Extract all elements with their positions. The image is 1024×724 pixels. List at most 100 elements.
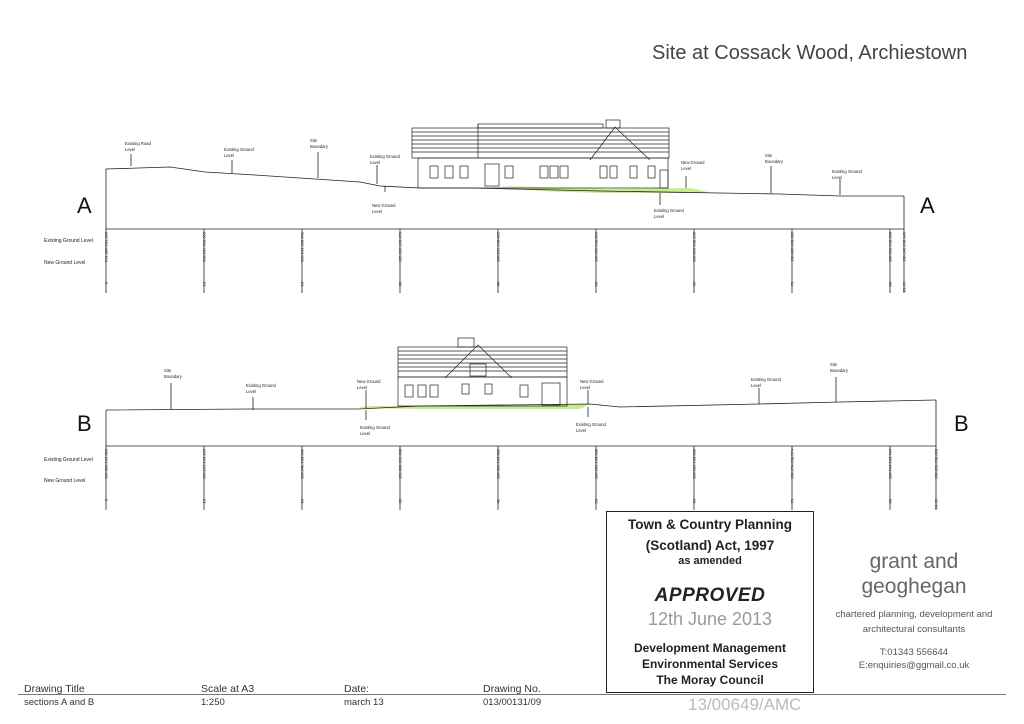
annotation-label: Boundary <box>164 374 183 379</box>
annotation-label: Existing Ground <box>224 147 254 152</box>
chainage-label: 50 <box>594 281 599 286</box>
annotation-label: Level <box>246 389 256 394</box>
chainage-label: 10 <box>202 281 207 286</box>
approval-stamp: Town & Country Planning (Scotland) Act, … <box>606 511 814 693</box>
firm-phone: T:01343 556644 <box>879 647 949 658</box>
annotation-label: Level <box>372 209 382 214</box>
section-b-new-ground-fill <box>358 404 590 409</box>
level-label: 201.385 201.385 <box>104 231 109 262</box>
scale-label: Scale at A3 <box>201 683 255 695</box>
level-label: 198.149 198.149 <box>902 231 907 262</box>
section-a <box>105 119 905 293</box>
annotation-label: Existing Ground <box>654 208 684 213</box>
annotation-label: Existing Ground <box>360 425 390 430</box>
level-label: 199.008 199.008 <box>398 448 403 479</box>
chainage-label: 94.09 <box>934 498 939 509</box>
section-a-new-row-label: New Ground Level <box>44 260 85 266</box>
annotation-label: Boundary <box>310 144 329 149</box>
section-a-existing-row-label: Existing Ground Level <box>44 238 93 244</box>
stamp-act-line2: (Scotland) Act, 1997 <box>645 538 775 553</box>
annotation-label: Level <box>125 147 135 152</box>
annotation-label: Level <box>654 214 664 219</box>
chainage-label: 53 <box>594 498 599 503</box>
section-b-letter-right: B <box>954 411 969 436</box>
level-label: 198.704 198.704 <box>888 448 893 479</box>
firm-desc-line2: architectural consultants <box>862 624 966 635</box>
drawing-no-value: 013/00131/09 <box>483 697 542 708</box>
annotation-label: Site <box>830 362 838 367</box>
level-label: 195.392 199.979 <box>398 231 403 262</box>
annotation-label: Level <box>357 385 367 390</box>
date-label: Date: <box>344 683 370 695</box>
chainage-label: 81.56 <box>902 281 907 292</box>
level-label: 200.341 200.341 <box>300 231 305 262</box>
drawing-title: Site at Cossack Wood, Archiestown <box>652 42 968 64</box>
annotation-label: Existing Road <box>125 141 152 146</box>
chainage-label: 70 <box>790 281 795 286</box>
scale-value: 1:250 <box>201 697 225 708</box>
firm-email: E:enquiries@ggmail.co.uk <box>858 660 970 671</box>
level-label: 199.125 199.125 <box>202 448 207 479</box>
drawing-no-label: Drawing No. <box>483 683 541 695</box>
annotation-label: New Ground <box>681 160 705 165</box>
section-a-text: Existing Ground Level New Ground Level E… <box>44 138 862 266</box>
level-label: 200.699 200.699 <box>202 231 207 262</box>
level-label: 198.350 198.896 <box>594 231 599 262</box>
section-b-existing-row-label: Existing Ground Level <box>44 457 93 463</box>
level-label: 198.000 198.002 <box>790 231 795 262</box>
section-b-ground-line <box>105 399 937 411</box>
annotation-label: Site <box>310 138 318 143</box>
annotation-label: Site <box>164 368 172 373</box>
level-label: 199.050 199.050 <box>104 448 109 479</box>
chainage-label: 83 <box>888 498 893 503</box>
chainage-label: 20 <box>300 281 305 286</box>
level-label: 198.574 198.574 <box>790 448 795 479</box>
stamp-date: 12th June 2013 <box>647 609 773 629</box>
annotation-label: Level <box>751 383 761 388</box>
firm-name-line2: geoghegan <box>861 575 967 598</box>
stamp-reference: 13/00649/AMC <box>688 695 802 714</box>
section-b-letter-left: B <box>77 411 92 436</box>
section-b-house <box>397 337 568 407</box>
annotation-label: Level <box>370 160 380 165</box>
level-label: 198.288 198.288 <box>594 448 599 479</box>
section-a-letter-left: A <box>77 193 92 218</box>
chainage-label: 73 <box>790 498 795 503</box>
section-a-levels: 201.385 201.385 200.699 200.699 200.341 20… <box>104 231 907 262</box>
chainage-label: 0 <box>104 281 109 284</box>
annotation-label: Existing Ground <box>246 383 276 388</box>
annotation-label: New Ground <box>580 379 604 384</box>
annotation-label: Existing Ground <box>370 154 400 159</box>
firm-desc-line1: chartered planning, development and <box>835 609 993 620</box>
drawing-title-label: Drawing Title <box>24 683 85 695</box>
level-label: 198.222 198.422 <box>496 231 501 262</box>
chainage-label: 42 <box>496 498 501 503</box>
annotation-label: New Ground <box>372 203 396 208</box>
firm-block: grant and geoghegan chartered planning, … <box>832 549 996 672</box>
chainage-label: 40 <box>496 281 501 286</box>
title-block-divider <box>18 694 1006 695</box>
stamp-status: APPROVED <box>654 585 766 606</box>
firm-name-line1: grant and <box>869 550 959 573</box>
stamp-dept-line2: Environmental Services <box>641 657 779 671</box>
annotation-label: Site <box>765 153 773 158</box>
annotation-label: Existing Ground <box>576 422 606 427</box>
drawing-title-value: sections A and B <box>24 697 95 708</box>
level-label: 198.942 198.942 <box>300 448 305 479</box>
chainage-label: 80 <box>888 281 893 286</box>
annotation-label: Level <box>681 166 691 171</box>
annotation-label: Level <box>576 428 586 433</box>
annotation-label: Level <box>832 175 842 180</box>
annotation-label: Existing Ground <box>751 377 781 382</box>
annotation-label: Boundary <box>830 368 849 373</box>
chainage-label: 30 <box>398 281 403 286</box>
annotation-label: Level <box>580 385 590 390</box>
chainage-label: 30 <box>398 498 403 503</box>
level-label: 198.968 198.968 <box>888 231 893 262</box>
stamp-dept-line1: Development Management <box>633 641 787 655</box>
level-label: 198.580 198.580 <box>692 448 697 479</box>
date-value: march 13 <box>344 697 384 708</box>
